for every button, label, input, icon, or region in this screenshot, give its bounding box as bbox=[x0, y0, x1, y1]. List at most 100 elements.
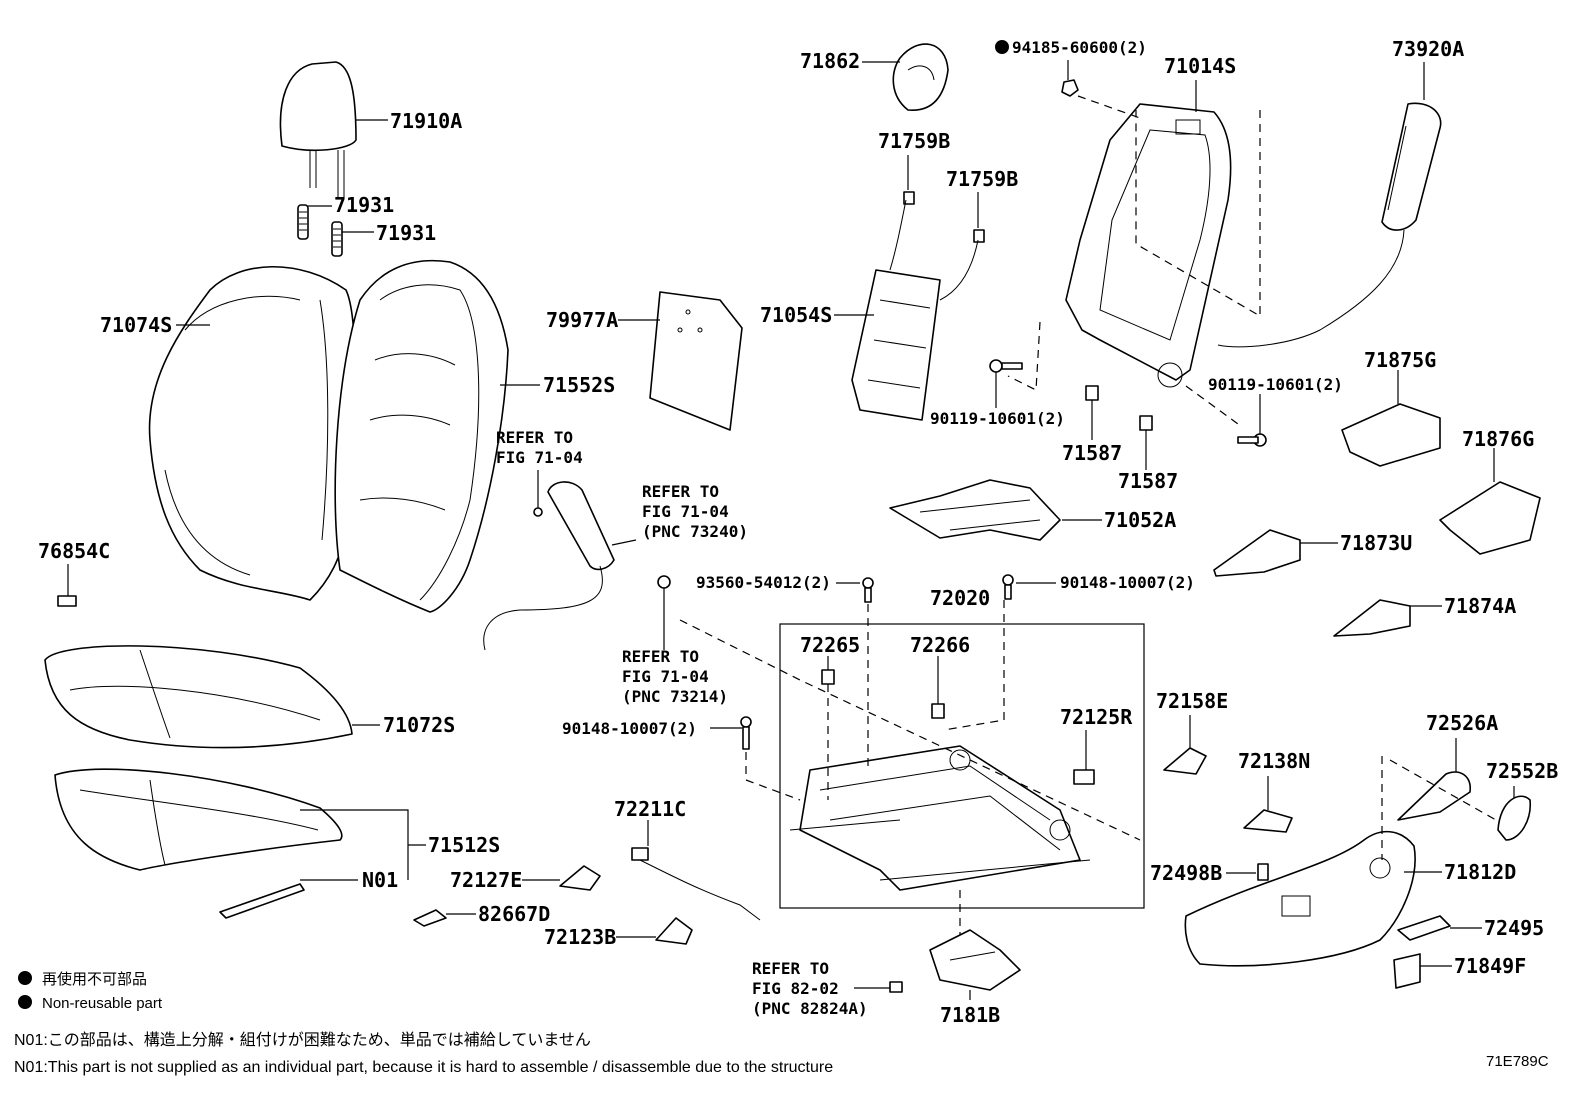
seat-cushion-illustration bbox=[44, 645, 353, 749]
bolt-93560-illustration bbox=[862, 577, 874, 603]
label-72266: 72266 bbox=[910, 633, 970, 657]
ref-fig-82-02-line1: REFER TO bbox=[752, 959, 829, 978]
label-72211C: 72211C bbox=[614, 797, 686, 821]
knob-72158E-illustration bbox=[1163, 747, 1207, 775]
ref-fig-71-04-c-line1: REFER TO bbox=[622, 647, 699, 666]
clip-71587-b-illustration bbox=[1139, 415, 1153, 431]
cover-72127E-illustration bbox=[559, 865, 601, 891]
label-72498B: 72498B bbox=[1150, 861, 1222, 885]
knob-72552B-illustration bbox=[1497, 795, 1531, 841]
connector-82667D-illustration bbox=[413, 909, 447, 927]
label-72265: 72265 bbox=[800, 633, 860, 657]
label-71875G: 71875G bbox=[1364, 348, 1436, 372]
cover-71873U-illustration bbox=[1213, 529, 1301, 577]
label-71052A: 71052A bbox=[1104, 508, 1176, 532]
label-72125R: 72125R bbox=[1060, 705, 1133, 729]
cover-72495-illustration bbox=[1397, 915, 1451, 941]
ref-fig-71-04-a-line2: FIG 71-04 bbox=[496, 448, 583, 467]
label-76854C: 76854C bbox=[38, 539, 110, 563]
cover-72123B-illustration bbox=[655, 917, 693, 945]
label-72158E: 72158E bbox=[1156, 689, 1228, 713]
clip-71759B-a-illustration bbox=[903, 191, 915, 205]
label-71759B-b: 71759B bbox=[946, 167, 1018, 191]
side-shield-71812D-illustration bbox=[1184, 830, 1416, 967]
non-reusable-marker-94185 bbox=[995, 40, 1009, 54]
release-wire-72211C-illustration bbox=[631, 847, 761, 921]
label-7181B: 7181B bbox=[940, 1003, 1000, 1027]
label-71759B-a: 71759B bbox=[878, 129, 950, 153]
label-71072S: 71072S bbox=[383, 713, 455, 737]
headrest-illustration bbox=[279, 61, 357, 198]
label-71014S: 71014S bbox=[1164, 54, 1236, 78]
seatback-cover-illustration bbox=[148, 266, 356, 601]
bolt-90119-right-illustration bbox=[1237, 433, 1267, 447]
nut-73214-illustration bbox=[657, 575, 671, 589]
ref-fig-71-04-c-line3: (PNC 73214) bbox=[622, 687, 728, 706]
note-n01-en: N01:This part is not supplied as an indi… bbox=[14, 1059, 833, 1076]
seatbelt-buckle-illustration bbox=[483, 481, 615, 651]
legend-non-reusable-en: Non-reusable part bbox=[42, 995, 163, 1012]
clip-71759B-b-illustration bbox=[973, 229, 985, 243]
label-72123B: 72123B bbox=[544, 925, 616, 949]
label-71849F: 71849F bbox=[1454, 954, 1526, 978]
label-73920A: 73920A bbox=[1392, 37, 1464, 61]
bolt-90148-right-illustration bbox=[1002, 574, 1014, 600]
label-71910A: 71910A bbox=[390, 109, 462, 133]
knob-72526A-illustration bbox=[1397, 771, 1471, 821]
label-72138N: 72138N bbox=[1238, 749, 1310, 773]
label-71931-b: 71931 bbox=[376, 221, 436, 245]
label-72127E: 72127E bbox=[450, 868, 522, 892]
label-71587-a: 71587 bbox=[1062, 441, 1122, 465]
note-n01-jp: N01:この部品は、構造上分解・組付けが困難なため、単品では補給していません bbox=[14, 1031, 591, 1049]
label-94185: 94185-60600(2) bbox=[1012, 38, 1147, 57]
bracket-7181B-illustration bbox=[929, 929, 1021, 991]
ref-fig-71-04-b-line2: FIG 71-04 bbox=[642, 502, 729, 521]
back-cover-71862-illustration bbox=[892, 43, 949, 111]
cover-71874A-illustration bbox=[1333, 599, 1411, 637]
bolt-90148-left-illustration bbox=[740, 716, 752, 750]
clip-76854C-illustration bbox=[57, 595, 77, 607]
label-90119-left: 90119-10601(2) bbox=[930, 409, 1065, 428]
ref-fig-71-04-a-line1: REFER TO bbox=[496, 428, 573, 447]
clip-72498B-illustration bbox=[1257, 863, 1269, 881]
label-71552S: 71552S bbox=[543, 373, 615, 397]
wire-harness-71052A-illustration bbox=[889, 479, 1061, 541]
nut-94185-illustration bbox=[1061, 79, 1079, 97]
cover-71876G-illustration bbox=[1439, 481, 1541, 555]
label-93560: 93560-54012(2) bbox=[696, 573, 831, 592]
clip-71587-a-illustration bbox=[1085, 385, 1099, 401]
label-71074S: 71074S bbox=[100, 313, 172, 337]
pad-panel-illustration bbox=[649, 291, 743, 431]
side-airbag-illustration bbox=[1217, 102, 1442, 348]
ref-fig-71-04-c-line2: FIG 71-04 bbox=[622, 667, 709, 686]
label-71862: 71862 bbox=[800, 49, 860, 73]
ref-fig-82-02-line3: (PNC 82824A) bbox=[752, 999, 868, 1018]
label-72020: 72020 bbox=[930, 586, 990, 610]
sensor-mat-illustration bbox=[219, 883, 305, 919]
label-71587-b: 71587 bbox=[1118, 469, 1178, 493]
label-71876G: 71876G bbox=[1462, 427, 1534, 451]
label-71873U: 71873U bbox=[1340, 531, 1412, 555]
figure-id: 71E789C bbox=[1486, 1053, 1549, 1070]
cover-72266-illustration bbox=[931, 703, 945, 719]
label-79977A: 79977A bbox=[546, 308, 618, 332]
label-82667D: 82667D bbox=[478, 902, 550, 926]
cushion-pad-illustration bbox=[54, 768, 343, 871]
knob-72138N-illustration bbox=[1243, 809, 1293, 833]
legend-marker-en bbox=[18, 995, 32, 1009]
seat-adjuster-box bbox=[779, 623, 1145, 909]
label-90148-right: 90148-10007(2) bbox=[1060, 573, 1195, 592]
label-90148-left: 90148-10007(2) bbox=[562, 719, 697, 738]
seatback-frame-illustration bbox=[1065, 103, 1232, 388]
cover-72125R-illustration bbox=[1073, 769, 1095, 785]
legend-marker-jp bbox=[18, 971, 32, 985]
label-72526A: 72526A bbox=[1426, 711, 1498, 735]
lumbar-support-illustration bbox=[851, 199, 979, 421]
headrest-guide-illustration bbox=[297, 204, 343, 257]
cover-71875G-illustration bbox=[1341, 403, 1441, 467]
label-71512S: 71512S bbox=[428, 833, 500, 857]
seatback-frame-pad-illustration bbox=[334, 259, 509, 613]
label-71931-a: 71931 bbox=[334, 193, 394, 217]
ref-fig-82-02-line2: FIG 82-02 bbox=[752, 979, 839, 998]
